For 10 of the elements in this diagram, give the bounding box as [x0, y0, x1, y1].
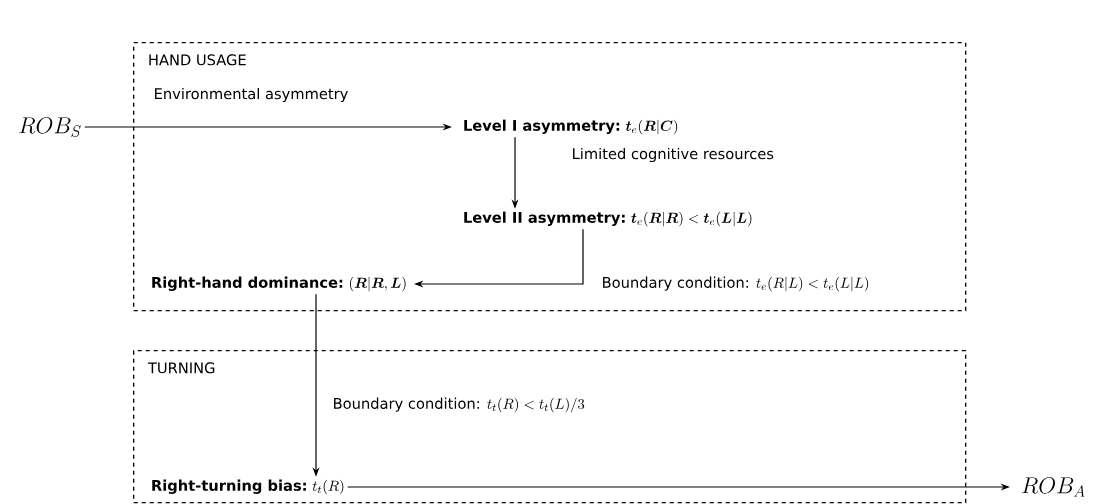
variable-label: $ROB_A$	[1022, 476, 1085, 497]
edge-label: Limited cognitive resources	[573, 147, 774, 163]
edge-label: $\text{Boundary condition: } t_e(R|L) < t_e(L|L)$	[603, 276, 869, 292]
step-label: Right-hand dominance: $(\boldsymbol{R}|\boldsymbol{R},\boldsymbol{L})$	[152, 276, 406, 292]
step-label: Level II asymmetry: $\boldsymbol{t}_e(\boldsymbol{R}|\boldsymbol{R}) < \boldsymbol{t}_e(\boldsymbol{L}|\boldsymbol{L})$	[464, 211, 752, 227]
step-label: Right-turning bias: $t_t(R)$	[152, 479, 344, 495]
edge-label: $\text{Boundary condition: } t_t(R) < t_t(L)/3$	[334, 397, 585, 413]
step-label: Level I asymmetry: $\boldsymbol{t}_e(\boldsymbol{R}|\boldsymbol{C})$	[464, 119, 678, 135]
edge-label: Environmental asymmetry	[155, 87, 348, 103]
variable-label: $ROB_S$	[19, 116, 81, 137]
